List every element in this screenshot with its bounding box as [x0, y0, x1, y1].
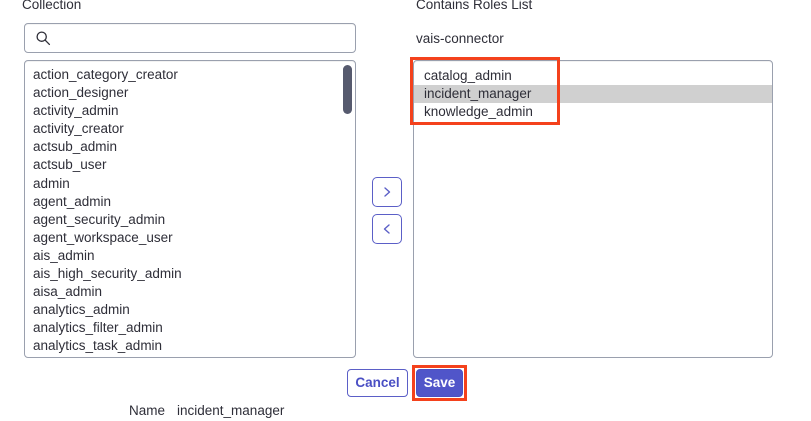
roles-list-item[interactable]: incident_manager — [414, 85, 772, 104]
roles-list-item[interactable]: catalog_admin — [424, 68, 512, 83]
collection-header-label: Collection — [22, 0, 82, 12]
collection-list-item[interactable]: admin — [33, 175, 70, 191]
collection-list-item[interactable]: actsub_user — [33, 157, 107, 173]
collection-list-item[interactable]: agent_security_admin — [33, 211, 166, 227]
transfer-remove-button[interactable] — [372, 214, 402, 244]
chevron-right-icon — [380, 185, 394, 199]
search-input[interactable] — [57, 23, 347, 53]
name-key-label: Name — [129, 403, 166, 418]
collection-list-item[interactable]: action_category_creator — [33, 67, 178, 82]
collection-list-item[interactable]: activity_admin — [33, 103, 119, 119]
collection-list-item[interactable]: analytics_admin — [33, 302, 130, 318]
name-row: Name incident_manager — [129, 403, 284, 418]
collection-list-item[interactable]: ais_high_security_admin — [33, 266, 182, 282]
collection-list-item[interactable]: analytics_filter_admin — [33, 320, 163, 336]
save-button[interactable]: Save — [416, 369, 463, 397]
collection-list-item[interactable]: agent_admin — [33, 193, 112, 209]
search-icon — [35, 30, 51, 46]
contains-roles-list-header-label: Contains Roles List — [416, 0, 533, 12]
collection-list-item[interactable]: ais_admin — [33, 247, 95, 263]
scrollbar-thumb[interactable] — [343, 65, 352, 114]
collection-list-item[interactable]: aisa_admin — [33, 284, 103, 300]
name-value-label: incident_manager — [177, 403, 285, 418]
collection-list-item[interactable]: action_designer — [33, 85, 129, 101]
collection-list-scrollbar[interactable] — [343, 64, 352, 356]
collection-list-item[interactable]: activity_creator — [33, 121, 124, 137]
roles-list-item[interactable]: knowledge_admin — [424, 104, 533, 120]
search-field[interactable] — [24, 23, 356, 53]
connector-name-label: vais-connector — [416, 31, 504, 46]
transfer-add-button[interactable] — [372, 177, 402, 207]
chevron-left-icon — [380, 222, 394, 236]
collection-list-item[interactable]: actsub_admin — [33, 139, 118, 155]
collection-list-item[interactable]: agent_workspace_user — [33, 229, 173, 245]
cancel-button[interactable]: Cancel — [347, 369, 408, 397]
collection-list-item[interactable]: analytics_task_admin — [33, 338, 163, 354]
